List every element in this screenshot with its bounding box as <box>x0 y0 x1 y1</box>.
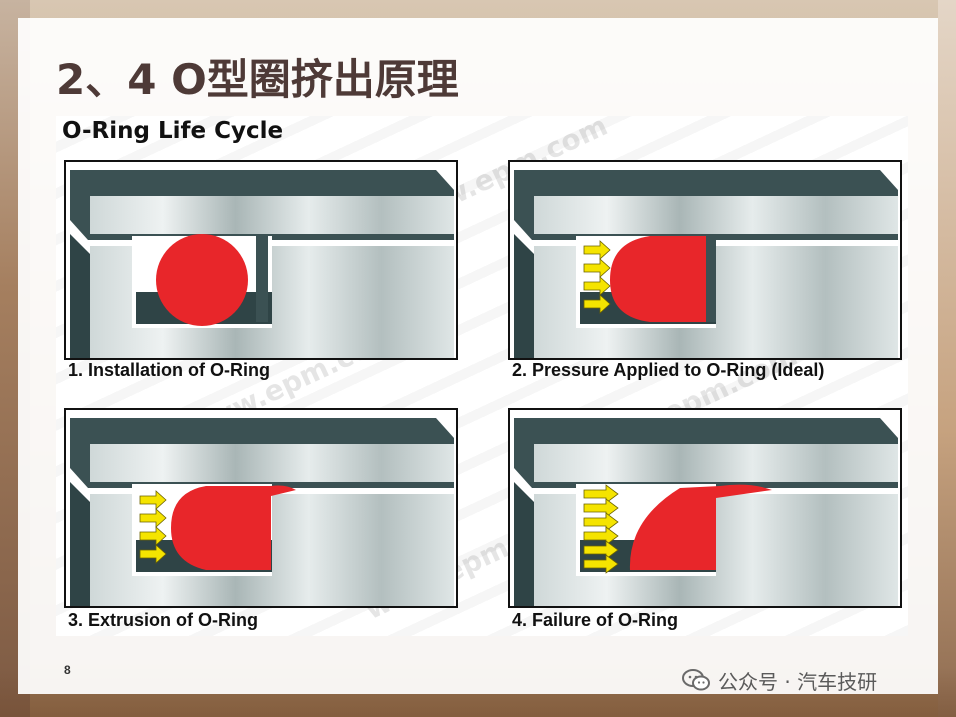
panel-extrusion <box>64 408 458 608</box>
o-ring <box>629 484 772 570</box>
o-ring <box>171 485 296 570</box>
page-number: 8 <box>64 663 71 677</box>
o-ring-figure: www.epm.com www.epm.com www.epm.com www.… <box>56 116 908 636</box>
footer-label: 公众号 · 汽车技研 <box>718 669 878 694</box>
diagram-installation <box>66 162 456 358</box>
background-city-right <box>938 0 956 717</box>
panel-installation <box>64 160 458 360</box>
footer-account: 公众号 · 汽车技研 <box>682 666 877 694</box>
caption-2: 2. Pressure Applied to O-Ring (Ideal) <box>512 360 825 380</box>
panel-failure <box>508 408 902 608</box>
diagram-extrusion <box>66 410 456 606</box>
o-ring <box>156 234 248 326</box>
figure-title: O-Ring Life Cycle <box>62 118 284 144</box>
caption-4: 4. Failure of O-Ring <box>512 610 679 630</box>
pressure-arrows <box>583 484 619 574</box>
wechat-icon <box>682 669 710 691</box>
panel-pressure <box>508 160 902 360</box>
caption-1: 1. Installation of O-Ring <box>68 360 270 380</box>
pressure-arrows <box>139 490 167 564</box>
diagram-failure <box>510 410 900 606</box>
o-ring <box>610 236 710 322</box>
slide: 2、4 O型圈挤出原理 www.epm.com www.epm.com www.… <box>18 18 938 694</box>
pressure-arrows <box>583 240 611 314</box>
slide-title: 2、4 O型圈挤出原理 <box>56 55 459 104</box>
caption-3: 3. Extrusion of O-Ring <box>68 610 259 630</box>
diagram-pressure <box>510 162 900 358</box>
